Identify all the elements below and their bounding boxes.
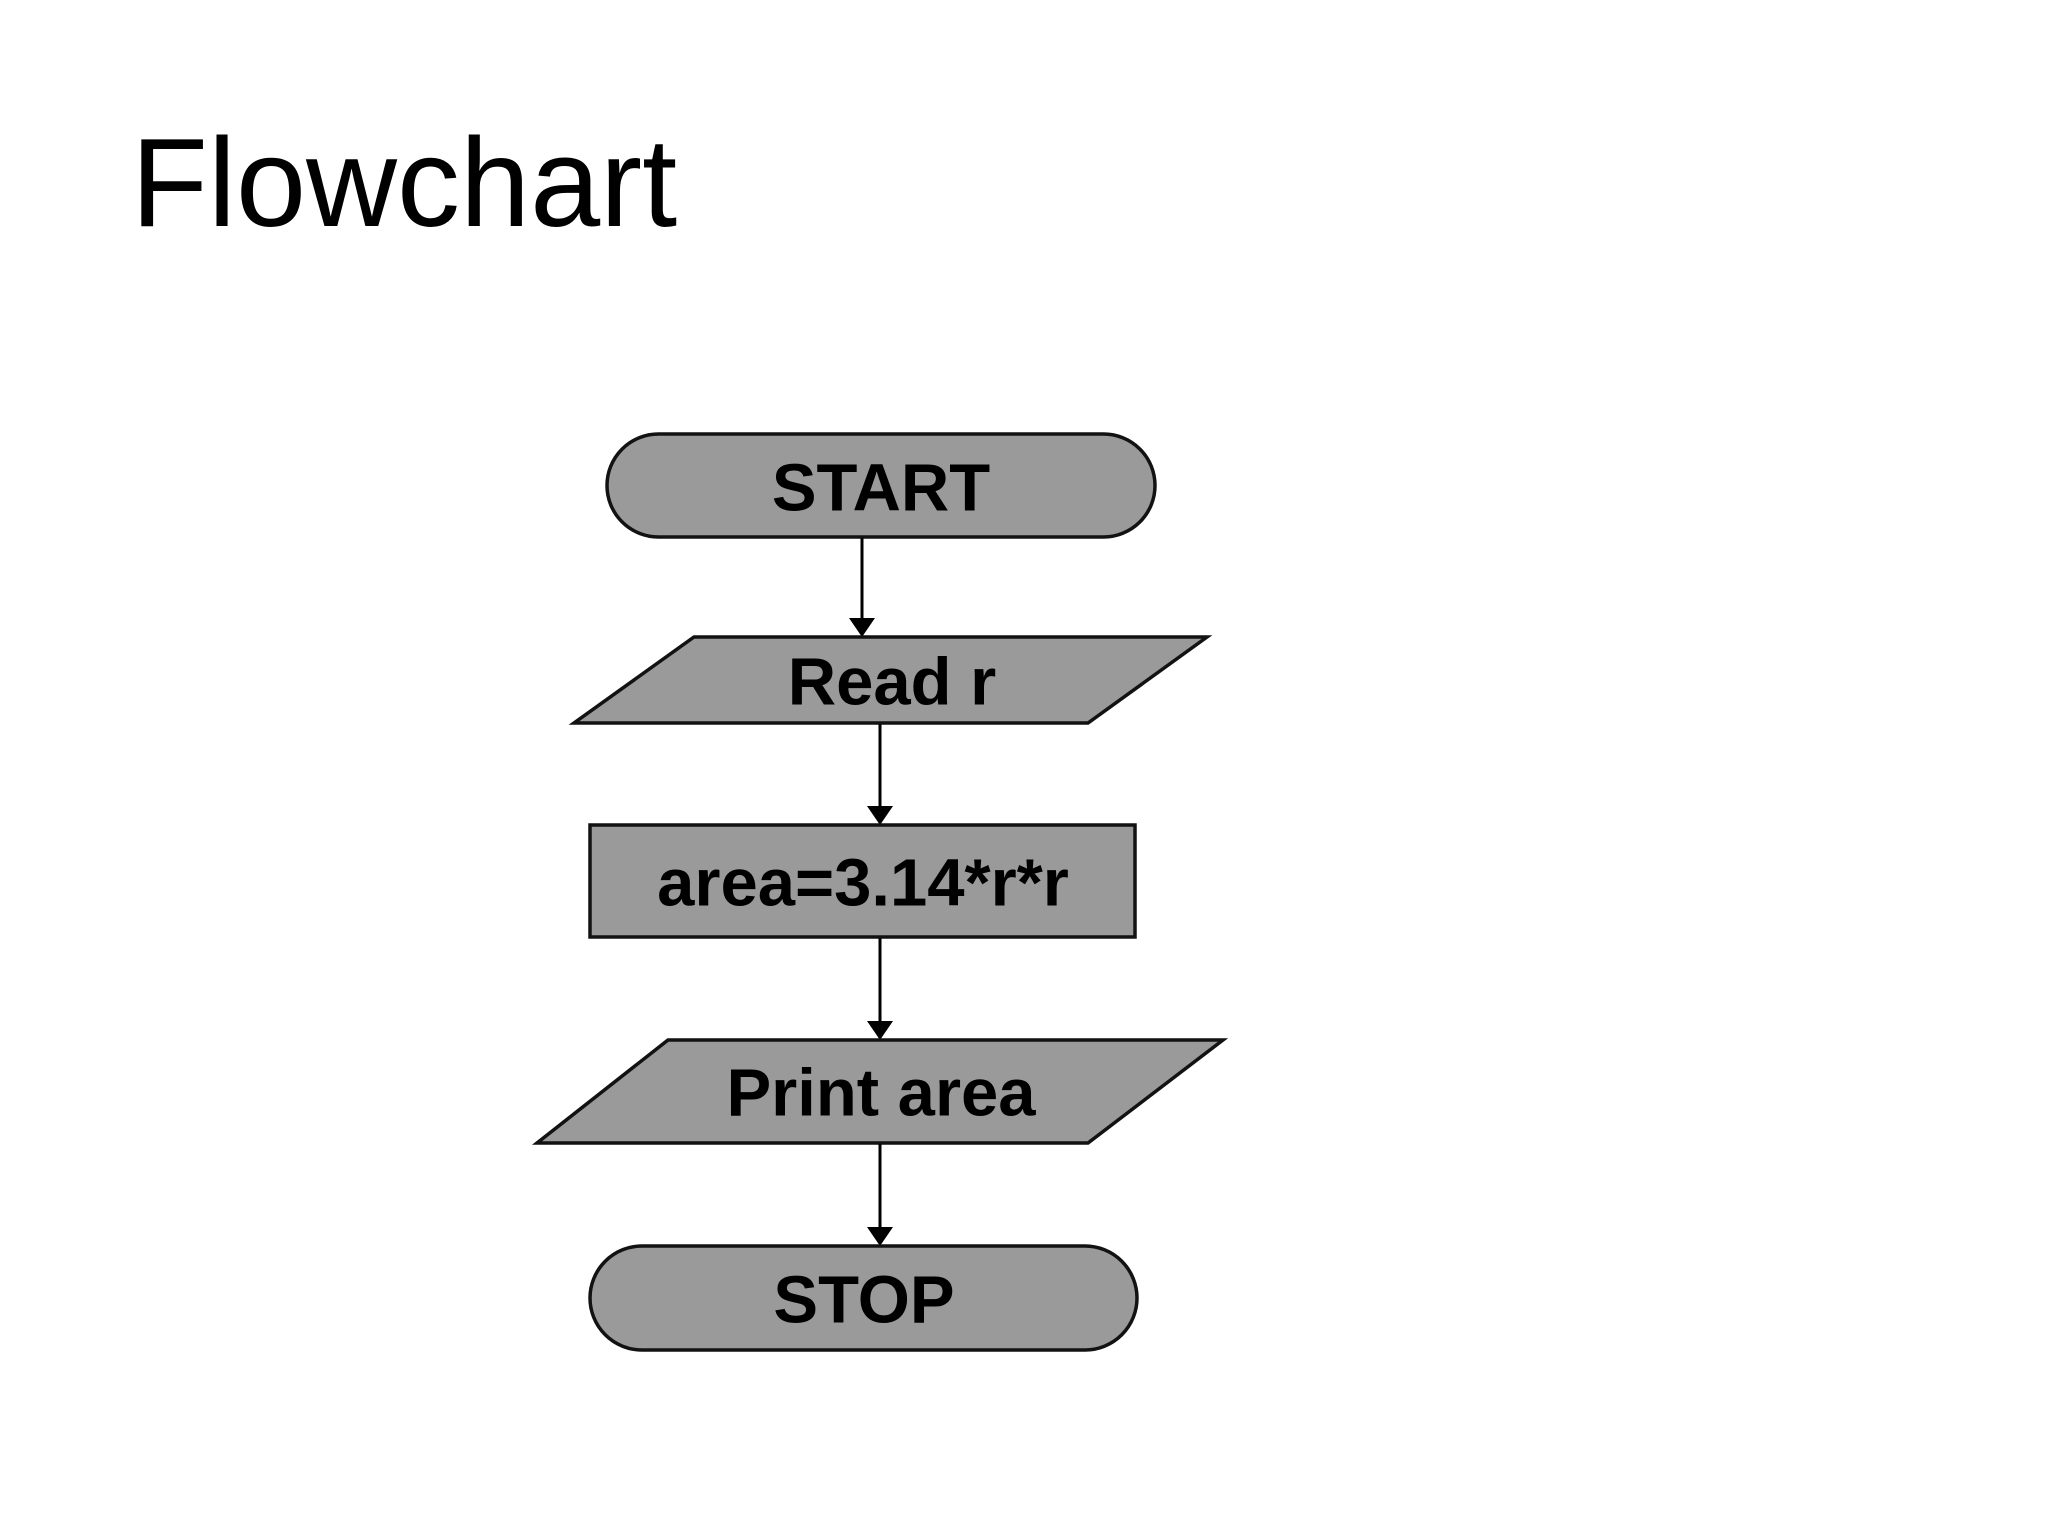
flow-arrow-read-to-compute bbox=[867, 724, 893, 825]
node-label-read-r: Read r bbox=[788, 645, 997, 720]
process-shape-compute bbox=[588, 823, 1137, 939]
arrow-head-icon bbox=[867, 1227, 893, 1246]
node-label-print: Print area bbox=[726, 1056, 1036, 1131]
flow-arrow-print-to-stop bbox=[867, 1144, 893, 1246]
parallelogram-shape-print bbox=[531, 1038, 1229, 1145]
page-title: Flowchart bbox=[131, 112, 678, 253]
flow-node-compute: area=3.14*r*r bbox=[588, 823, 1137, 939]
flow-node-start: START bbox=[605, 432, 1157, 539]
arrow-head-icon bbox=[867, 806, 893, 825]
flow-node-stop: STOP bbox=[588, 1244, 1139, 1352]
node-label-start: START bbox=[772, 451, 990, 526]
terminator-shape-stop bbox=[588, 1244, 1139, 1352]
flow-arrow-start-to-read bbox=[849, 538, 875, 637]
flow-node-read-r: Read r bbox=[568, 635, 1213, 725]
arrow-head-icon bbox=[849, 618, 875, 637]
node-label-compute: area=3.14*r*r bbox=[657, 846, 1069, 921]
arrow-head-icon bbox=[867, 1021, 893, 1040]
node-label-stop: STOP bbox=[773, 1263, 954, 1338]
flow-arrow-compute-to-print bbox=[867, 938, 893, 1040]
parallelogram-shape-read-r bbox=[568, 635, 1213, 725]
terminator-shape-start bbox=[605, 432, 1157, 539]
flow-node-print: Print area bbox=[531, 1038, 1229, 1145]
